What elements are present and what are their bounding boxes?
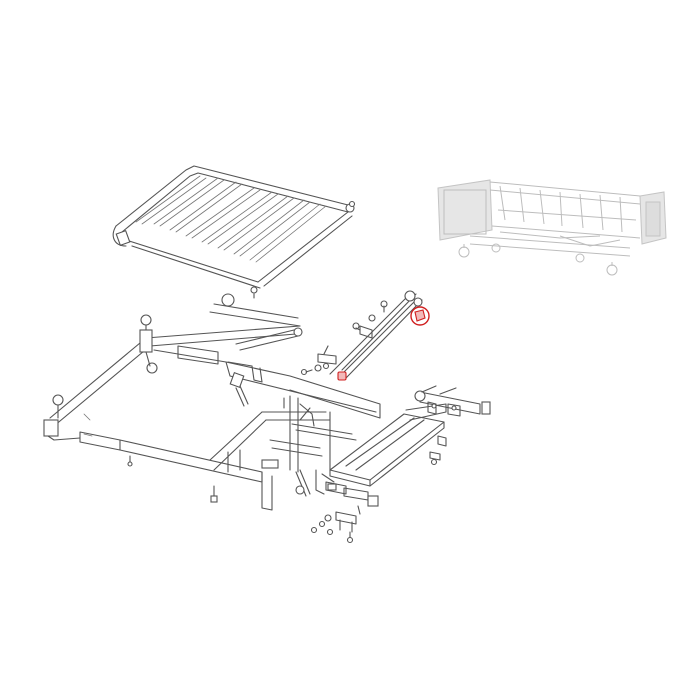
extension-bar — [414, 385, 491, 417]
leg-section — [325, 403, 447, 507]
backrest-section — [300, 290, 423, 379]
fasteners — [310, 505, 361, 544]
reference-bed-view — [437, 179, 667, 276]
side-rail — [112, 165, 356, 299]
base-frame — [43, 293, 381, 511]
highlighted-part — [337, 306, 430, 381]
